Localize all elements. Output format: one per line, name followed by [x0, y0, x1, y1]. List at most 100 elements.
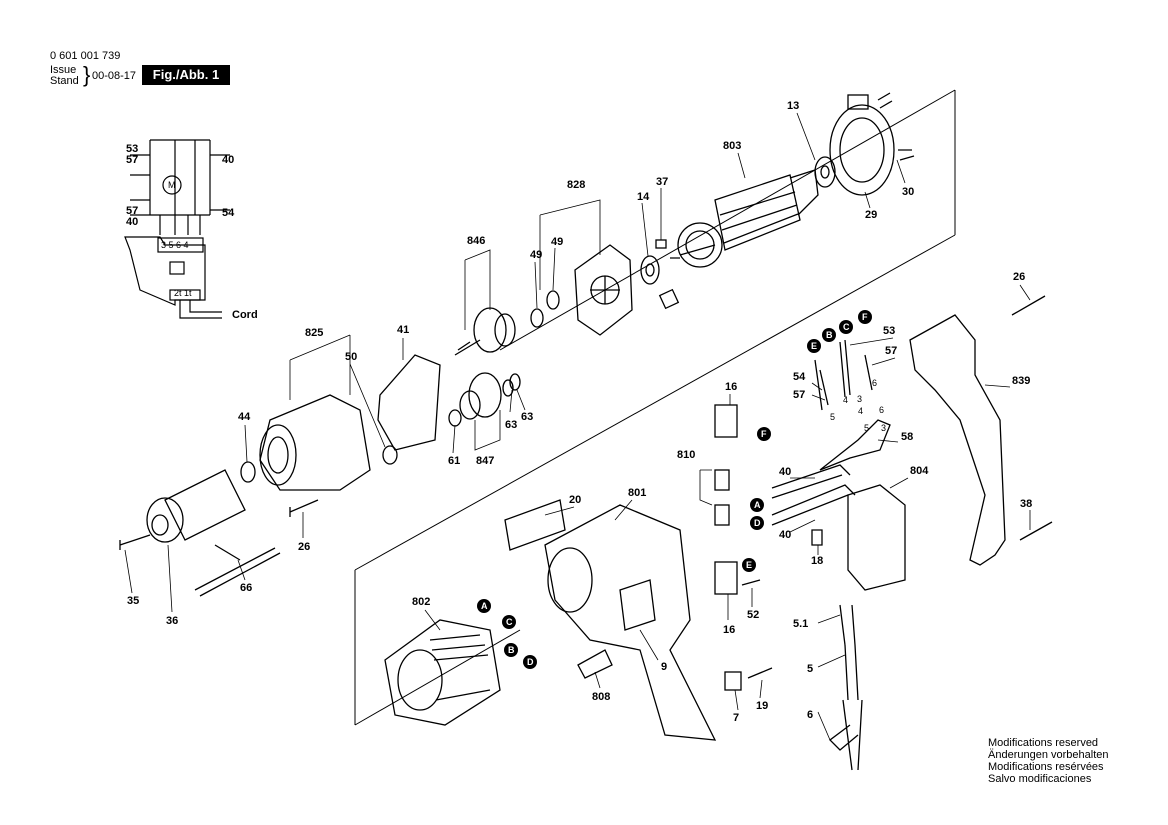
gear-plate-828 [574, 244, 633, 336]
terminal-label-6: 6 [872, 378, 877, 388]
motor-symbol [162, 175, 182, 195]
screw-26b [1011, 295, 1046, 316]
brush-16a [714, 404, 738, 438]
part-label-44: 44 [238, 411, 251, 423]
screw-18 [811, 529, 823, 546]
date-brace: } [83, 62, 91, 87]
part-label-18: 18 [811, 555, 823, 567]
callout-d1: D [527, 657, 534, 667]
terminal-label-5: 5 [830, 412, 835, 422]
label-20 [504, 499, 566, 551]
cord-label: Cord [232, 309, 258, 321]
switch-terminal-5: 5 [864, 423, 869, 433]
wiring-label-54: 54 [222, 207, 235, 219]
diagram-frame [354, 89, 956, 726]
wire-ends-51 [839, 604, 856, 646]
part-label-20: 20 [569, 494, 581, 506]
note-de: Änderungen vorbehalten [988, 749, 1109, 761]
motor-label: M [168, 180, 176, 190]
gasket-41 [377, 354, 441, 451]
part-label-30: 30 [902, 186, 914, 198]
label-808 [577, 649, 613, 679]
callout-f1: F [862, 312, 868, 322]
washer-37 [655, 239, 667, 249]
part-label-808: 808 [592, 691, 610, 703]
brush-16b [714, 561, 738, 595]
ring-63b [502, 379, 514, 397]
note-fr: Modifications resérvées [988, 761, 1104, 773]
part-label-802: 802 [412, 596, 430, 608]
terminal-numbers: 3 5 6 4 [161, 240, 189, 250]
gear-847 [459, 372, 502, 420]
callout-b2: B [826, 330, 833, 340]
issue-label: Issue [50, 64, 77, 76]
stand-label: Stand [50, 75, 79, 87]
part-label-14: 14 [637, 191, 650, 203]
brush-810a [714, 469, 730, 491]
part-label-7: 7 [733, 712, 739, 724]
part-label-846: 846 [467, 235, 485, 247]
part-label-16b: 16 [723, 624, 735, 636]
part-label-803: 803 [723, 140, 741, 152]
callout-c2: C [843, 322, 850, 332]
screw-52 [741, 579, 761, 586]
part-label-825: 825 [305, 327, 323, 339]
lead-54 [814, 359, 823, 411]
part-label-26a: 26 [298, 541, 310, 553]
gear-846 [454, 307, 516, 356]
switch-terminal-3: 3 [881, 423, 886, 433]
terminal-label-3: 3 [857, 394, 862, 404]
part-label-36: 36 [166, 615, 178, 627]
terminal-label-4: 4 [843, 395, 848, 405]
part-label-38: 38 [1020, 498, 1032, 510]
gear-housing-825 [259, 394, 371, 491]
ring-61 [448, 409, 462, 427]
note-en: Modifications reserved [988, 737, 1099, 749]
cord-5 [844, 644, 859, 701]
part-label-40c: 40 [779, 466, 791, 478]
part-label-49a: 49 [530, 249, 542, 261]
part-label-828: 828 [567, 179, 585, 191]
wiring-label-57b: 57 [126, 205, 138, 217]
switch-terminal-6: 6 [879, 405, 884, 415]
modifications-note: Modifications reserved Änderungen vorbeh… [988, 737, 1108, 785]
part-label-49b: 49 [551, 236, 563, 248]
part-label-52: 52 [747, 609, 759, 621]
wiring-schematic [124, 139, 230, 319]
clamp-7 [724, 671, 742, 691]
part-label-63b: 63 [521, 411, 533, 423]
brush-holder-ring [829, 92, 915, 196]
lever-58 [819, 419, 891, 471]
callout-a1: A [481, 601, 488, 611]
ring-63a [509, 373, 521, 391]
ring-44 [240, 461, 256, 483]
part-label-13: 13 [787, 100, 799, 112]
part-label-847: 847 [476, 455, 494, 467]
wiring-label-40a: 40 [222, 154, 234, 166]
screw-38 [1019, 521, 1053, 541]
part-label-50: 50 [345, 351, 357, 363]
part-label-839: 839 [1012, 375, 1030, 387]
part-label-57d: 57 [793, 389, 805, 401]
part-label-54: 54 [793, 371, 806, 383]
switch-code: 2t 1t [174, 288, 192, 298]
brush-plate-small [658, 288, 680, 310]
issue-date: 00-08-17 [92, 70, 137, 82]
wiring-label-40b: 40 [126, 216, 138, 228]
part-label-29: 29 [865, 209, 877, 221]
callout-b1: B [508, 645, 515, 655]
screw-19 [747, 667, 773, 679]
part-label-37: 37 [656, 176, 668, 188]
callout-d2: D [754, 518, 761, 528]
motor-housing-801 [544, 504, 717, 741]
screw-26a [289, 499, 319, 517]
part-label-66: 66 [240, 582, 252, 594]
part-label-16a: 16 [725, 381, 737, 393]
label-9 [619, 579, 656, 631]
figure-badge: Fig./Abb. 1 [142, 65, 230, 85]
callout-c1: C [506, 617, 513, 627]
wiring-label-57a: 57 [126, 154, 138, 166]
bearing-14 [640, 255, 660, 285]
spring-57a [819, 369, 829, 406]
